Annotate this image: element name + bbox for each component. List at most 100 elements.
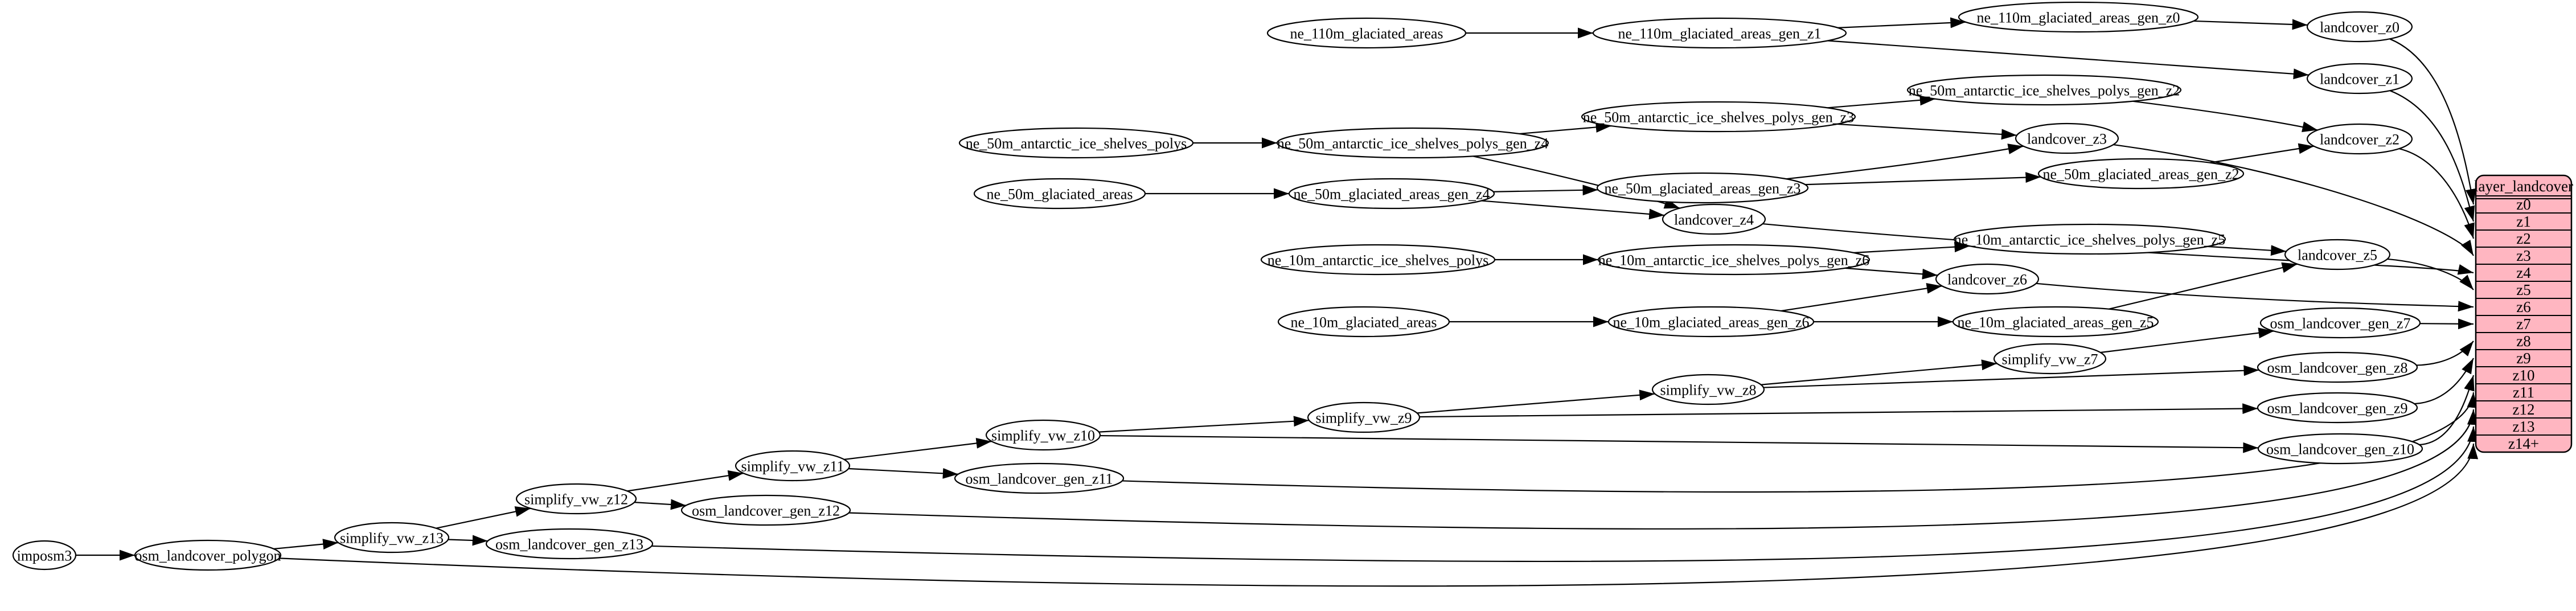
node-ellipse-simplify_vw_z7 — [1993, 343, 2107, 375]
edge-simplify_vw_z8-to-osm_landcover_gen_z8 — [1763, 365, 2259, 388]
node-label-simplify_vw_z8: simplify_vw_z8 — [1660, 382, 1757, 399]
edge-ne_50m_antarctic_ice_shelves_polys_gen_z4-to-ne_50m_antarctic_ice_shelves_polys_gen_z3 — [1519, 122, 1611, 135]
node-label-osm_landcover_polygon: osm_landcover_polygon — [134, 548, 281, 564]
node-ellipse-ne_10m_glaciated_areas_gen_z5 — [1952, 306, 2159, 338]
edge-osm_landcover_polygon-to-row-z14+ — [279, 443, 2478, 587]
node-ellipse-osm_landcover_gen_z10 — [2257, 433, 2423, 465]
node-osm_landcover_gen_z7: osm_landcover_gen_z7 — [2259, 307, 2421, 339]
node-label-landcover_z3: landcover_z3 — [2027, 131, 2107, 147]
edge-landcover_z5-to-row-z5 — [2387, 258, 2474, 290]
edge-ne_50m_antarctic_ice_shelves_polys_gen_z3-to-landcover_z3 — [1837, 123, 2017, 140]
table-row-z14+: z14+ — [2508, 435, 2539, 452]
edge-osm_landcover_gen_z12-to-row-z12 — [848, 409, 2478, 530]
node-osm_landcover_gen_z11: osm_landcover_gen_z11 — [954, 462, 1125, 494]
edge-simplify_vw_z11-to-osm_landcover_gen_z11 — [848, 468, 958, 479]
node-ne_50m_glaciated_areas: ne_50m_glaciated_areas — [973, 178, 1146, 210]
node-label-osm_landcover_gen_z13: osm_landcover_gen_z13 — [495, 536, 643, 553]
node-label-simplify_vw_z11: simplify_vw_z11 — [741, 458, 844, 475]
edge-simplify_vw_z7-to-osm_landcover_gen_z7 — [2100, 327, 2274, 354]
table-row-z11: z11 — [2513, 384, 2534, 401]
node-label-osm_landcover_gen_z8: osm_landcover_gen_z8 — [2267, 360, 2408, 376]
edge-simplify_vw_z8-to-simplify_vw_z7 — [1761, 359, 1997, 386]
table-row-z12: z12 — [2513, 401, 2535, 418]
edge-osm_landcover_gen_z9-to-row-z9 — [2414, 358, 2474, 405]
node-ellipse-landcover_z0 — [2306, 11, 2413, 43]
node-ellipse-ne_50m_antarctic_ice_shelves_polys — [958, 127, 1194, 159]
node-ne_10m_glaciated_areas: ne_10m_glaciated_areas — [1277, 306, 1450, 338]
node-ne_50m_antarctic_ice_shelves_polys_gen_z3: ne_50m_antarctic_ice_shelves_polys_gen_z… — [1581, 101, 1856, 133]
node-label-ne_110m_glaciated_areas: ne_110m_glaciated_areas — [1290, 26, 1443, 42]
table-layer: layer_landcoverz0z1z2z3z4z5z6z7z8z9z10z1… — [2474, 174, 2573, 453]
node-ellipse-ne_50m_antarctic_ice_shelves_polys_gen_z3 — [1581, 101, 1856, 133]
node-ellipse-ne_110m_glaciated_areas — [1266, 17, 1467, 49]
edge-osm_landcover_gen_z11-to-row-z11 — [1122, 392, 2478, 493]
node-label-ne_10m_antarctic_ice_shelves_polys_gen_z5: ne_10m_antarctic_ice_shelves_polys_gen_z… — [1954, 232, 2226, 248]
node-osm_landcover_gen_z12: osm_landcover_gen_z12 — [680, 494, 851, 526]
node-label-simplify_vw_z7: simplify_vw_z7 — [2002, 351, 2098, 368]
node-ne_110m_glaciated_areas_gen_z0: ne_110m_glaciated_areas_gen_z0 — [1958, 1, 2199, 33]
node-label-simplify_vw_z13: simplify_vw_z13 — [340, 530, 444, 547]
table-row-z3: z3 — [2516, 247, 2530, 264]
node-label-osm_landcover_gen_z9: osm_landcover_gen_z9 — [2267, 400, 2408, 417]
node-label-ne_10m_antarctic_ice_shelves_polys: ne_10m_antarctic_ice_shelves_polys — [1268, 252, 1488, 269]
edge-simplify_vw_z12-to-osm_landcover_gen_z12 — [634, 499, 687, 510]
edge-osm_landcover_gen_z8-to-row-z8 — [2416, 341, 2474, 366]
edge-ne_50m_glaciated_areas_gen_z3-to-ne_50m_glaciated_areas_gen_z2 — [1805, 172, 2041, 186]
node-label-ne_110m_glaciated_areas_gen_z1: ne_110m_glaciated_areas_gen_z1 — [1618, 26, 1821, 42]
edge-ne_10m_antarctic_ice_shelves_polys_gen_z5-to-landcover_z5 — [2207, 245, 2287, 256]
node-ellipse-simplify_vw_z9 — [1307, 401, 1421, 433]
node-label-osm_landcover_gen_z10: osm_landcover_gen_z10 — [2266, 441, 2414, 458]
edge-simplify_vw_z9-to-simplify_vw_z8 — [1417, 389, 1655, 414]
edge-osm_landcover_gen_z13-to-row-z13 — [651, 426, 2478, 563]
node-ne_10m_antarctic_ice_shelves_polys: ne_10m_antarctic_ice_shelves_polys — [1260, 244, 1496, 276]
node-ellipse-ne_50m_antarctic_ice_shelves_polys_gen_z4 — [1276, 127, 1549, 159]
node-label-ne_50m_glaciated_areas_gen_z3: ne_50m_glaciated_areas_gen_z3 — [1604, 181, 1800, 197]
node-ellipse-osm_landcover_gen_z9 — [2257, 392, 2418, 424]
layer-table: layer_landcoverz0z1z2z3z4z5z6z7z8z9z10z1… — [2474, 174, 2573, 453]
node-label-ne_10m_glaciated_areas_gen_z6: ne_10m_glaciated_areas_gen_z6 — [1613, 314, 1809, 331]
node-label-ne_50m_antarctic_ice_shelves_polys_gen_z4: ne_50m_antarctic_ice_shelves_polys_gen_z… — [1277, 136, 1549, 152]
node-ne_50m_antarctic_ice_shelves_polys_gen_z2: ne_50m_antarctic_ice_shelves_polys_gen_z… — [1906, 74, 2182, 106]
node-label-landcover_z2: landcover_z2 — [2320, 132, 2399, 148]
node-ellipse-ne_10m_antarctic_ice_shelves_polys_gen_z6 — [1597, 244, 1871, 276]
node-ellipse-ne_110m_glaciated_areas_gen_z1 — [1592, 17, 1847, 49]
edge-osm_landcover_gen_z7-to-row-z7 — [2419, 318, 2474, 330]
edge-simplify_vw_z10-to-simplify_vw_z9 — [1098, 416, 1310, 433]
node-landcover_z2: landcover_z2 — [2306, 123, 2413, 155]
node-ellipse-simplify_vw_z13 — [334, 522, 450, 553]
node-ellipse-simplify_vw_z10 — [985, 419, 1101, 451]
node-label-osm_landcover_gen_z7: osm_landcover_gen_z7 — [2270, 315, 2411, 332]
node-label-ne_110m_glaciated_areas_gen_z0: ne_110m_glaciated_areas_gen_z0 — [1976, 10, 2180, 26]
table-row-z2: z2 — [2516, 230, 2530, 247]
node-ellipse-landcover_z5 — [2284, 239, 2391, 270]
edge-ne_50m_antarctic_ice_shelves_polys_gen_z2-to-landcover_z2 — [2132, 100, 2318, 133]
table-row-z13: z13 — [2513, 418, 2535, 435]
node-ellipse-landcover_z2 — [2306, 123, 2413, 155]
node-label-ne_50m_glaciated_areas_gen_z4: ne_50m_glaciated_areas_gen_z4 — [1293, 186, 1490, 203]
node-label-ne_10m_glaciated_areas_gen_z5: ne_10m_glaciated_areas_gen_z5 — [1957, 314, 2153, 331]
node-landcover_z3: landcover_z3 — [2015, 122, 2119, 154]
edge-landcover_z6-to-row-z6 — [2036, 282, 2474, 312]
node-label-simplify_vw_z12: simplify_vw_z12 — [524, 491, 628, 508]
node-label-landcover_z5: landcover_z5 — [2298, 247, 2377, 264]
node-landcover_z6: landcover_z6 — [1935, 263, 2040, 295]
table-row-z7: z7 — [2516, 315, 2530, 333]
node-ellipse-osm_landcover_polygon — [134, 539, 282, 571]
node-ne_10m_glaciated_areas_gen_z6: ne_10m_glaciated_areas_gen_z6 — [1607, 306, 1815, 338]
edge-ne_110m_glaciated_areas_gen_z0-to-landcover_z0 — [2193, 19, 2308, 30]
edge-simplify_vw_z13-to-simplify_vw_z12 — [436, 506, 531, 529]
node-label-osm_landcover_gen_z12: osm_landcover_gen_z12 — [692, 503, 840, 519]
edge-ne_10m_glaciated_areas_gen_z6-to-landcover_z6 — [1781, 283, 1942, 312]
node-ellipse-imposm3 — [12, 540, 77, 571]
node-ellipse-ne_10m_antarctic_ice_shelves_polys — [1260, 244, 1496, 276]
node-ne_110m_glaciated_areas_gen_z1: ne_110m_glaciated_areas_gen_z1 — [1592, 17, 1847, 49]
node-label-landcover_z1: landcover_z1 — [2320, 71, 2399, 88]
node-simplify_vw_z12: simplify_vw_z12 — [515, 483, 637, 515]
node-ellipse-ne_50m_glaciated_areas — [973, 178, 1146, 210]
node-simplify_vw_z9: simplify_vw_z9 — [1307, 401, 1421, 433]
node-ellipse-ne_50m_glaciated_areas_gen_z2 — [2037, 158, 2245, 190]
node-simplify_vw_z10: simplify_vw_z10 — [985, 419, 1101, 451]
node-ellipse-ne_50m_glaciated_areas_gen_z4 — [1288, 178, 1495, 210]
